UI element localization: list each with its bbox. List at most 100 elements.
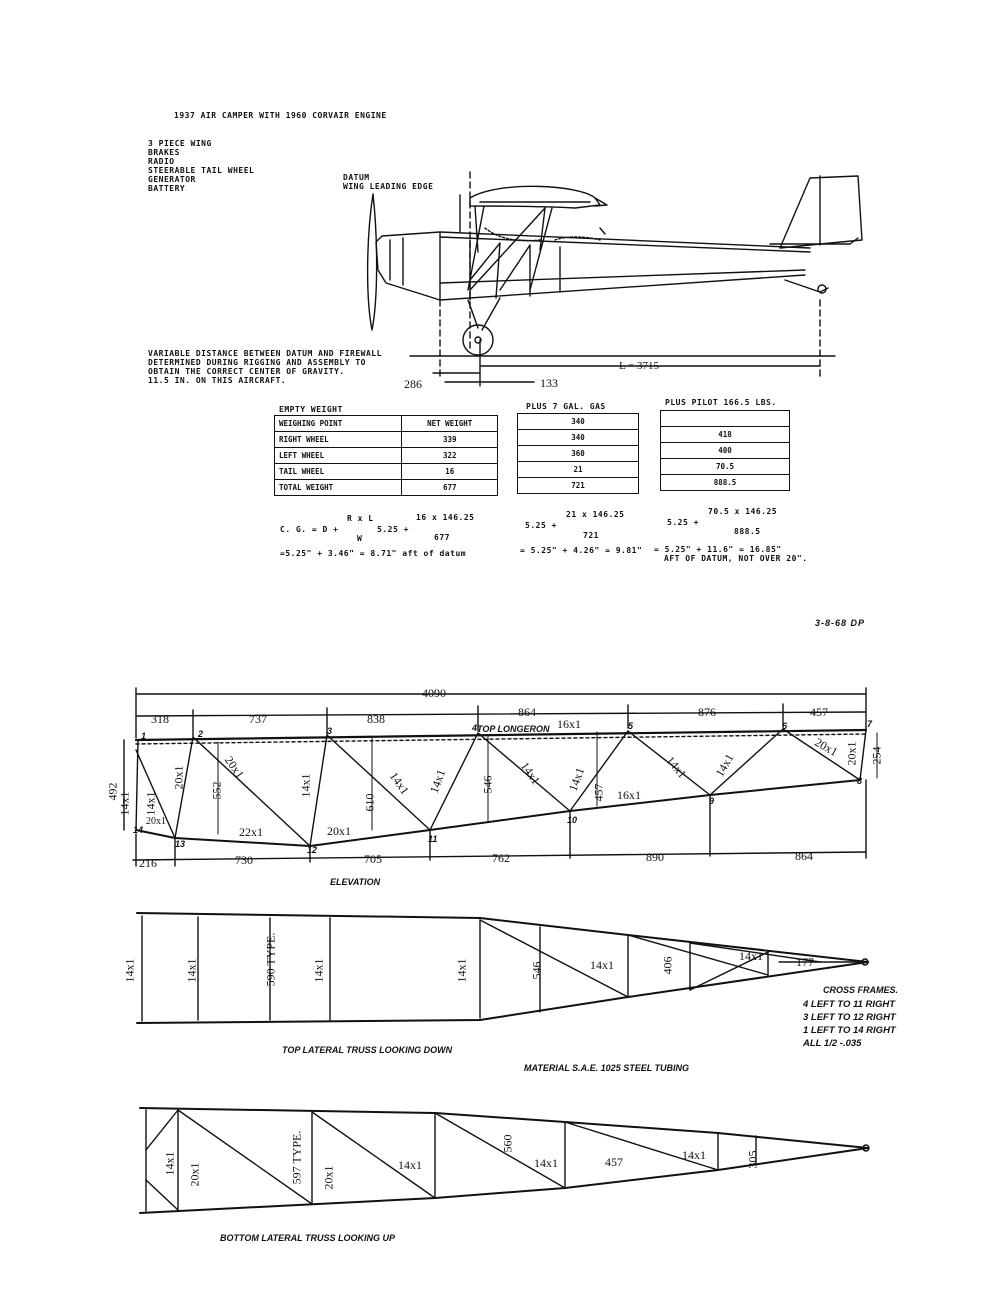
pilot-title: PLUS PILOT 166.5 LBS.: [665, 398, 777, 407]
table-cell: 677: [401, 479, 498, 496]
node-label: 6: [782, 721, 788, 731]
drawing-title: 1937 AIR CAMPER WITH 1960 CORVAIR ENGINE: [174, 111, 387, 120]
tube-label: 16x1: [557, 717, 581, 731]
tube-label: 14x1: [122, 958, 137, 983]
tube-label: 14x1: [298, 773, 313, 798]
top-longeron-label: TOP LONGERON: [477, 724, 550, 734]
table-cell: 339: [401, 431, 498, 448]
top-dim: 864: [516, 705, 538, 720]
feature-item: BATTERY: [148, 184, 186, 193]
tube-label: 20x1: [327, 824, 351, 838]
bottom-dim: 705: [362, 852, 384, 867]
length-label: L = 3715: [616, 360, 663, 372]
top-dim: 838: [365, 712, 387, 727]
tube-label: 20x1: [844, 741, 859, 766]
fuselage-bottom: [439, 274, 806, 301]
tube-label: 20x1: [221, 753, 248, 782]
tube-label: 14x1: [454, 958, 469, 983]
table-cell: 340: [517, 429, 639, 446]
cg-formula-denominator: W: [357, 534, 363, 543]
vertical-dim: 610: [362, 793, 377, 812]
table-row: 888.5: [660, 474, 790, 491]
dim-286: 286: [404, 377, 422, 391]
table-cell: [660, 410, 790, 427]
cg-result-pilot: = 5.25" + 11.6" = 16.85": [654, 545, 782, 554]
main-wheel: [462, 324, 494, 356]
feature-item: STEERABLE TAIL WHEEL: [148, 166, 255, 175]
feature-item: RADIO: [148, 157, 175, 166]
tube-label: 14x1: [712, 751, 737, 780]
spacing-label: 597 TYPE.: [289, 1130, 304, 1185]
table-cell: 16: [401, 463, 498, 480]
engine-cowling: [375, 231, 441, 301]
table-row: TOTAL WEIGHT 677: [273, 479, 498, 496]
top-dim: 876: [696, 705, 718, 720]
bottom-dim: 864: [793, 849, 815, 864]
tube-label: 14x1: [517, 759, 544, 788]
tube-label: 14x1: [663, 753, 690, 781]
cross-frames-title: CROSS FRAMES.: [823, 985, 899, 995]
bottom-dim: 762: [490, 851, 512, 866]
empty-weight-title: EMPTY WEIGHT: [279, 405, 343, 414]
spacing-label: 590 TYPE.: [263, 932, 278, 987]
node-label: 5: [628, 721, 634, 731]
note-line: DETERMINED DURING RIGGING AND ASSEMBLY T…: [148, 358, 366, 367]
feature-item: GENERATOR: [148, 175, 196, 184]
material-note: MATERIAL S.A.E. 1025 STEEL TUBING: [524, 1063, 690, 1073]
table-row: 340: [517, 429, 639, 446]
tube-label: 20x1: [321, 1165, 336, 1190]
datum-label: DATUM: [343, 173, 370, 182]
cg-formula-numerator: R x L: [347, 514, 374, 523]
feature-item: BRAKES: [148, 148, 180, 157]
cg-formula-numerator-2: 16 x 146.25: [416, 513, 475, 522]
top-lateral-truss: [136, 912, 869, 1024]
table-cell: 418: [660, 426, 790, 443]
cross-frame-item: ALL 1/2 -.035: [803, 1038, 862, 1049]
dim-label: 546: [529, 961, 544, 980]
tube-label: 14x1: [590, 958, 614, 972]
node-label: 2: [198, 729, 204, 739]
note-line: OBTAIN THE CORRECT CENTER OF GRAVITY.: [148, 367, 345, 376]
note-line: 11.5 IN. ON THIS AIRCRAFT.: [148, 376, 287, 385]
table-cell: TAIL WHEEL: [273, 463, 403, 480]
cg-result-pilot-note: AFT OF DATUM, NOT OVER 20".: [664, 554, 808, 563]
gas-formula-prefix: 5.25 +: [525, 521, 557, 530]
note-line: VARIABLE DISTANCE BETWEEN DATUM AND FIRE…: [148, 349, 382, 358]
dim-label: 560: [500, 1134, 515, 1153]
table-row: 340: [517, 413, 639, 430]
cross-frames-list: 4 LEFT TO 11 RIGHT 3 LEFT TO 12 RIGHT 1 …: [803, 998, 896, 1050]
cg-result-gas: = 5.25" + 4.26" = 9.81": [520, 546, 643, 555]
table-cell: 400: [660, 442, 790, 459]
node-label: 9: [709, 796, 715, 806]
propeller: [366, 193, 378, 331]
pilot-formula-prefix: 5.25 +: [667, 518, 699, 527]
table-cell: 340: [517, 413, 639, 430]
cg-formula-prefix: C. G. = D +: [280, 525, 339, 534]
node-label: 1: [141, 731, 147, 741]
table-cell: 360: [517, 445, 639, 462]
node-label: 12: [307, 845, 318, 855]
wing: [469, 185, 601, 209]
node-label: 10: [567, 815, 578, 825]
firewall-note: VARIABLE DISTANCE BETWEEN DATUM AND FIRE…: [148, 349, 382, 385]
tube-label: 14x1: [682, 1148, 706, 1162]
table-row: 400: [660, 442, 790, 459]
bottom-truss-caption: BOTTOM LATERAL TRUSS LOOKING UP: [220, 1233, 395, 1243]
table-cell: 21: [517, 461, 639, 478]
bottom-dim: 730: [233, 853, 255, 868]
tube-label: 14x1: [398, 1158, 422, 1172]
tube-label: 14x1: [184, 958, 199, 983]
table-row: 360: [517, 445, 639, 462]
tube-label: 14x1: [426, 767, 449, 795]
top-truss-caption: TOP LATERAL TRUSS LOOKING DOWN: [282, 1045, 453, 1055]
tube-label: 14x1: [534, 1156, 558, 1170]
tube-label: 20x1: [146, 816, 166, 827]
feature-list: 3 PIECE WING BRAKES RADIO STEERABLE TAIL…: [148, 139, 254, 193]
node-label: 3: [327, 726, 333, 736]
table-row: 21: [517, 461, 639, 478]
bottom-dim: 890: [644, 850, 666, 865]
vertical-dim: 546: [480, 775, 495, 794]
table-row: [660, 410, 790, 427]
table-row: RIGHT WHEEL 339: [273, 431, 498, 448]
